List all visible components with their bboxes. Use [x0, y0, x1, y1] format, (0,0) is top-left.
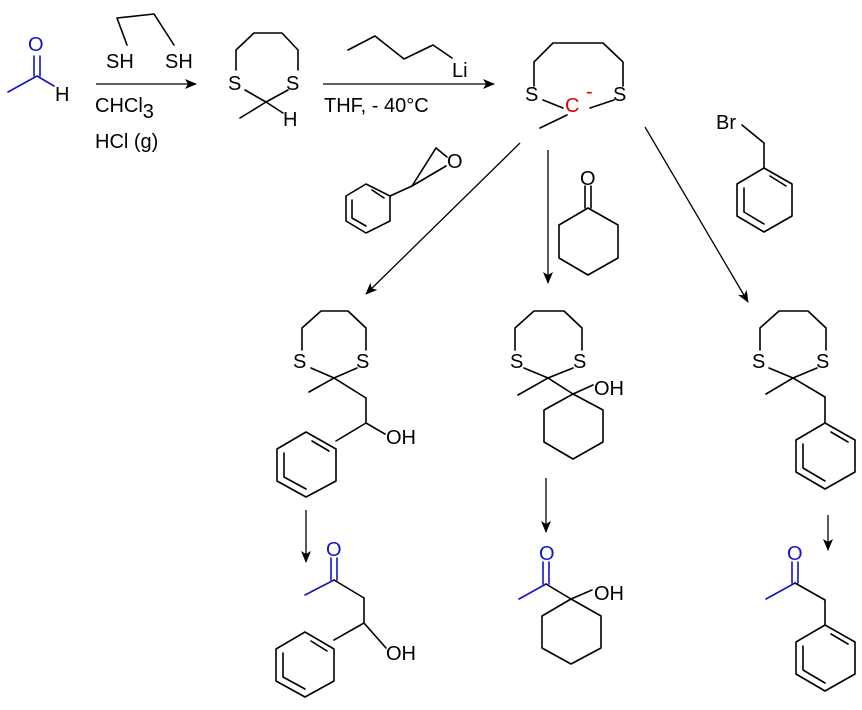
atom-O: O — [326, 539, 342, 561]
atom-OH: OH — [386, 427, 416, 449]
product-dithiane-hydroxy-phenylethyl: S S OH — [276, 310, 416, 498]
acetaldehyde: O H — [7, 34, 69, 106]
atom-S: S — [356, 351, 369, 373]
atom-S: S — [286, 73, 299, 95]
arrow-benzyl-branch — [644, 126, 749, 303]
atom-OH: OH — [594, 583, 624, 605]
atom-OH: OH — [594, 378, 624, 400]
atom-Br: Br — [716, 112, 736, 134]
atom-S: S — [228, 73, 241, 95]
atom-S: S — [510, 351, 523, 373]
arrow-epoxide-branch — [365, 142, 521, 295]
atom-O: O — [580, 168, 596, 190]
final-hydroxy-phenylbutanone: O OH — [275, 539, 416, 698]
atom-O: O — [447, 151, 463, 173]
atom-S: S — [613, 84, 626, 106]
atom-OH: OH — [386, 643, 416, 665]
negative-charge: - — [586, 81, 593, 103]
atom-S: S — [293, 351, 306, 373]
product-dithiane-cyclohexanol: S S OH — [510, 310, 624, 460]
final-acetylcyclohexanol: O OH — [518, 543, 624, 665]
atom-SH-left: SH — [106, 51, 134, 73]
atom-S: S — [752, 351, 765, 373]
dithiane-carbanion: S S C - — [525, 42, 626, 129]
atom-S: S — [816, 351, 829, 373]
benzyl-bromide: Br — [716, 112, 793, 233]
atom-S: S — [573, 351, 586, 373]
atom-O: O — [28, 34, 44, 56]
atom-O: O — [539, 543, 555, 565]
n-butyllithium-reagent: Li — [347, 35, 468, 82]
propanedithiol-reagent: SH SH — [106, 13, 193, 73]
carbanion-C: C — [565, 95, 579, 117]
reagent-hcl-gas: HCl (g) — [95, 131, 158, 153]
atom-SH-right: SH — [165, 51, 193, 73]
atom-O: O — [787, 543, 803, 565]
cyclohexanone: O — [558, 168, 619, 276]
final-phenylacetone: O — [765, 543, 856, 692]
atom-S: S — [525, 84, 538, 106]
methyl-dithiane: S S H — [228, 32, 299, 131]
atom-H: H — [55, 84, 69, 106]
condition-thf-temp: THF, - 40°C — [324, 95, 429, 117]
atom-H: H — [283, 109, 297, 131]
atom-Li: Li — [452, 60, 468, 82]
product-benzyl-dithiane: S S — [752, 310, 856, 490]
styrene-oxide: O — [345, 147, 463, 234]
reagent-chcl3: CHCl3 — [95, 95, 154, 123]
